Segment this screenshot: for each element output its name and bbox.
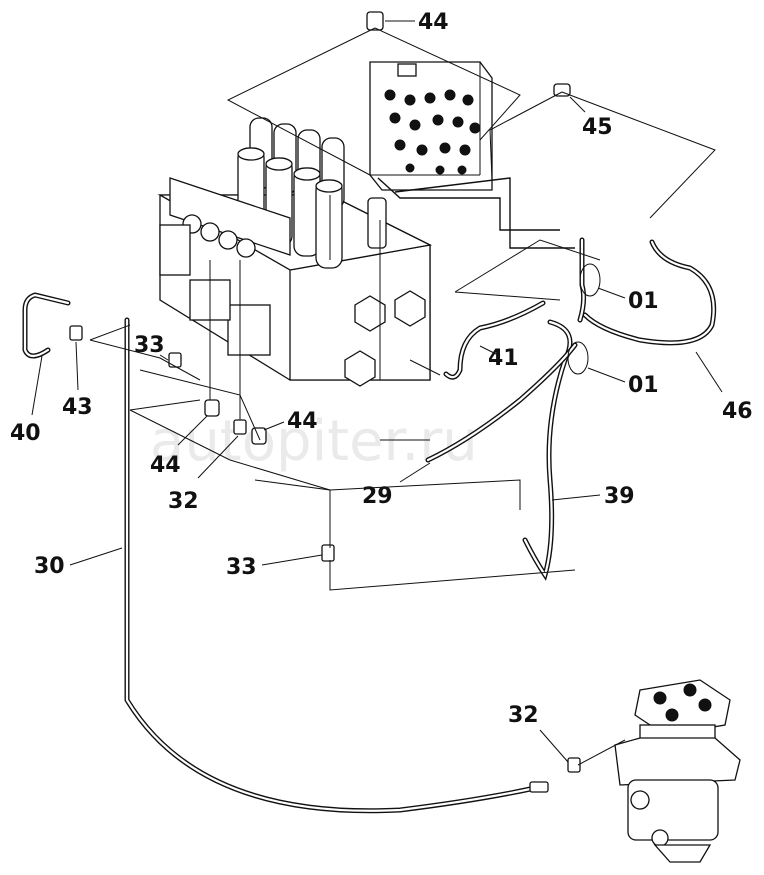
callout-45: 45 (582, 115, 613, 140)
callout-32-b: 32 (508, 703, 539, 728)
fittings (69, 11, 581, 793)
callout-39: 39 (604, 484, 635, 509)
callout-01-a: 01 (628, 289, 659, 314)
callout-29: 29 (362, 484, 393, 509)
callout-46: 46 (722, 399, 753, 424)
callout-32-a: 32 (168, 489, 199, 514)
callout-33-b: 33 (226, 555, 257, 580)
swivel-joint (614, 679, 741, 863)
clamp-01-b (567, 341, 589, 375)
hose-40 (22, 292, 71, 359)
callout-33-a: 33 (134, 333, 165, 358)
callouts: 44 45 01 01 46 41 40 43 33 44 44 32 29 3… (10, 10, 753, 728)
clamp-01-a (579, 263, 601, 297)
leader-lines (31, 20, 723, 763)
callout-44-top: 44 (418, 10, 449, 35)
callout-41: 41 (488, 346, 519, 371)
hoses (22, 237, 717, 814)
callout-43: 43 (62, 395, 93, 420)
assembly-lines (89, 27, 716, 766)
callout-40: 40 (10, 421, 41, 446)
control-valve-block (157, 117, 433, 387)
callout-01-b: 01 (628, 373, 659, 398)
hose-30 (124, 317, 538, 814)
watermark-text: autopiter.ru (150, 409, 478, 474)
callout-44-low: 44 (150, 453, 181, 478)
callout-30: 30 (34, 554, 65, 579)
callout-44-mid: 44 (287, 409, 318, 434)
pilot-valve-block (369, 61, 493, 191)
